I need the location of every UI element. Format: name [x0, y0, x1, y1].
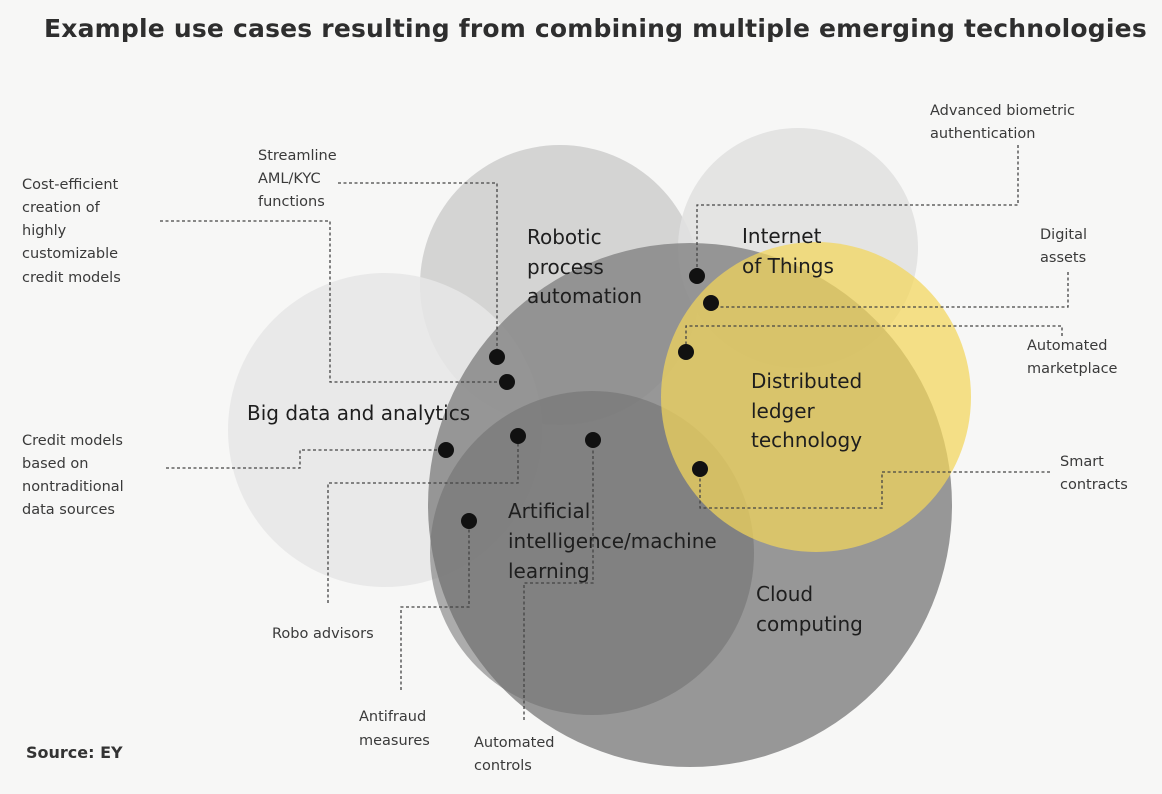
annotation-line: credit models	[22, 270, 121, 286]
circles	[228, 128, 971, 767]
use-case-dots	[438, 268, 719, 529]
circle-distributed-ledger	[661, 242, 971, 552]
annotation-marketplace: Automated marketplace	[1027, 338, 1118, 377]
label-iot: Internet of Things	[742, 224, 834, 278]
annotation-line: AML/KYC	[258, 171, 321, 187]
label-robotic-line: Robotic	[527, 225, 602, 249]
annotation-line: Smart	[1060, 454, 1104, 470]
label-iot-line: of Things	[742, 254, 834, 278]
dot-robo-advisors	[510, 428, 526, 444]
leader-automated-controls	[523, 440, 594, 720]
label-ai-line: Artificial	[508, 499, 590, 523]
annotation-line: Cost-efficient	[22, 177, 119, 193]
label-dlt-line: ledger	[751, 399, 816, 423]
annotation-credit-models: Credit models based on nontraditional da…	[22, 433, 128, 518]
dot-credit-models	[438, 442, 454, 458]
annotation-cost-efficient: Cost-efficient creation of highly custom…	[22, 177, 123, 286]
dot-smart-contracts	[692, 461, 708, 477]
label-ai-line: intelligence/machine	[508, 529, 717, 553]
circle-artificial-intelligence	[430, 391, 754, 715]
annotation-line: measures	[359, 733, 430, 749]
leader-smart-contracts	[699, 469, 1050, 509]
annotation-line: creation of	[22, 200, 101, 216]
annotation-line: Credit models	[22, 433, 123, 449]
leader-marketplace	[685, 325, 1063, 352]
dot-marketplace	[678, 344, 694, 360]
leader-streamline	[338, 182, 498, 357]
annotation-smart-contracts: Smart contracts	[1060, 454, 1128, 493]
leader-antifraud	[400, 521, 470, 690]
annotation-line: Automated	[1027, 338, 1108, 354]
annotation-line: Robo advisors	[272, 626, 374, 642]
annotation-line: based on	[22, 456, 88, 472]
annotation-robo-advisors: Robo advisors	[272, 626, 374, 642]
label-big-data-line: Big data and analytics	[247, 401, 470, 425]
label-robotic: Robotic process automation	[527, 225, 642, 308]
annotation-line: Streamline	[258, 148, 337, 164]
annotation-line: Automated	[474, 735, 555, 751]
label-iot-line: Internet	[742, 224, 822, 248]
annotation-line: Digital	[1040, 227, 1087, 243]
label-cloud: Cloud computing	[756, 582, 863, 636]
circle-labels: Robotic process automation Internet of T…	[247, 224, 869, 636]
label-dlt: Distributed ledger technology	[751, 369, 869, 452]
annotation-line: customizable	[22, 246, 118, 262]
dot-antifraud	[461, 513, 477, 529]
annotation-line: Antifraud	[359, 709, 426, 725]
label-ai-line: learning	[508, 559, 590, 583]
label-dlt-line: Distributed	[751, 369, 862, 393]
label-cloud-line: computing	[756, 612, 863, 636]
annotation-line: controls	[474, 758, 532, 774]
label-cloud-line: Cloud	[756, 582, 813, 606]
annotation-line: Advanced biometric	[930, 103, 1075, 119]
leader-robo-advisors	[327, 436, 519, 603]
label-big-data: Big data and analytics	[247, 401, 470, 425]
annotation-line: authentication	[930, 126, 1035, 142]
annotation-digital-assets: Digital assets	[1040, 227, 1092, 266]
dot-digital-assets	[703, 295, 719, 311]
annotation-biometric: Advanced biometric authentication	[930, 103, 1080, 142]
annotation-line: functions	[258, 194, 325, 210]
leader-lines	[160, 145, 1069, 720]
dot-cost-efficient	[499, 374, 515, 390]
annotation-automated-controls: Automated controls	[474, 735, 559, 774]
label-ai: Artificial intelligence/machine learning	[508, 499, 723, 583]
annotation-line: assets	[1040, 250, 1086, 266]
annotation-streamline: Streamline AML/KYC functions	[258, 148, 341, 210]
annotation-antifraud: Antifraud measures	[359, 709, 431, 749]
label-dlt-line: technology	[751, 428, 862, 452]
leader-digital-assets	[711, 272, 1069, 308]
leader-biometric	[696, 145, 1019, 276]
leader-cost-efficient	[160, 220, 507, 383]
diagram-title: Example use cases resulting from combini…	[44, 14, 1147, 43]
annotation-line: data sources	[22, 502, 115, 518]
dot-biometric	[689, 268, 705, 284]
use-case-labels: Cost-efficient creation of highly custom…	[22, 103, 1128, 774]
leader-credit-models	[166, 449, 446, 469]
dot-automated-controls	[585, 432, 601, 448]
label-robotic-line: automation	[527, 284, 642, 308]
annotation-line: contracts	[1060, 477, 1128, 493]
annotation-line: marketplace	[1027, 361, 1118, 377]
label-robotic-line: process	[527, 255, 604, 279]
dot-streamline	[489, 349, 505, 365]
annotation-line: nontraditional	[22, 479, 124, 495]
source-note: Source: EY	[26, 743, 123, 762]
annotation-line: highly	[22, 223, 67, 239]
